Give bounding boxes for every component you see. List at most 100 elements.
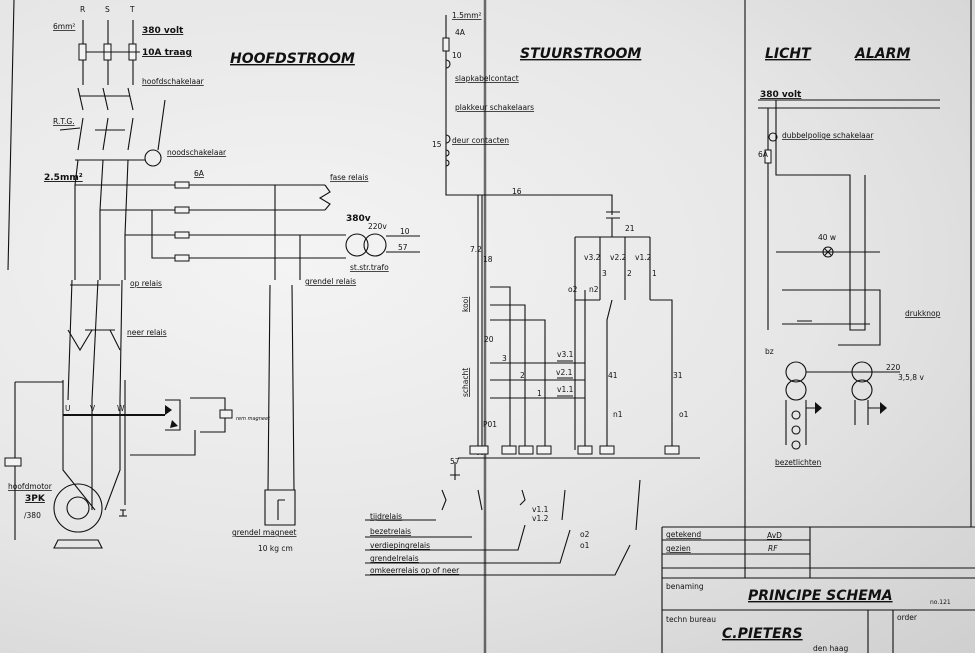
control-circuit [365, 15, 700, 576]
emergency-switch-label: noodschakelaar [167, 148, 227, 157]
voltage-label: 380 volt [142, 26, 184, 36]
licht-title: LICHT [765, 46, 812, 62]
bell-trafo-primary-label: 220 [886, 363, 901, 372]
terminal-v-label: V [90, 404, 96, 413]
fuse-label: 10A traag [142, 48, 192, 58]
timer-label: 7.2 [470, 245, 482, 254]
lock-force-label: 10 kg cm [258, 544, 293, 553]
motor-power-label: 3PK [25, 494, 46, 504]
relay-coils [469, 445, 680, 455]
floor-3-label: 3 [502, 354, 507, 363]
legend-o2-label: o2 [580, 530, 590, 539]
control-fuse-label: 4A [455, 28, 466, 37]
slack-cable-label: slapkabelcontact [455, 74, 519, 83]
floor-2-label: 2 [520, 371, 525, 380]
push-button-label: drukknop [905, 309, 941, 318]
num-2-top-label: 2 [627, 269, 632, 278]
fuse-6a-label: 6A [194, 169, 205, 178]
main-motor-icon [53, 483, 103, 533]
double-pole-switch-label: dubbelpolige schakelaar [782, 131, 874, 140]
motor-label: hoofdmotor [8, 482, 53, 491]
n1-label: n1 [613, 410, 623, 419]
down-relay-label: neer relais [127, 328, 167, 337]
lock-magnet-label: grendel magneet [232, 528, 297, 537]
checked-label: gezien [666, 544, 691, 553]
bell-trafo-secondary-label: 3,5,8 v [898, 373, 924, 382]
drawn-by: AvD [767, 531, 782, 540]
drawing-number: no.121 [930, 599, 951, 606]
city-label: den haag [813, 644, 848, 653]
control-transformer-icon [345, 233, 369, 257]
bureau-name: C.PIETERS [722, 626, 803, 642]
contact-v12-label: v1.2 [635, 253, 652, 262]
wire-18-label: 18 [483, 255, 493, 264]
wire-31-label: 31 [673, 371, 683, 380]
contact-v32-label: v3.2 [584, 253, 601, 262]
rtg-label: R.T.G. [53, 117, 75, 126]
wire-57b-label: 57 [450, 457, 460, 466]
floor-1-label: 1 [537, 389, 542, 398]
door-contacts-label: deur contacten [452, 136, 509, 145]
legend-v12-label: v1.2 [532, 514, 549, 523]
wire-21-label: 21 [625, 224, 635, 233]
control-cable-label: 1.5mm² [452, 11, 482, 20]
hoofdstroom-title: HOOFDSTROOM [230, 51, 355, 67]
terminal-w-label: W [117, 404, 125, 413]
phase-t-label: T [129, 5, 135, 14]
occupied-lights-label: bezetlichten [775, 458, 821, 467]
trafo-label: st.str.trafo [350, 263, 389, 272]
brake-magnet-icon [219, 409, 233, 419]
legend-floor-relay: verdiepingrelais [370, 541, 430, 550]
cable-6mm-label: 6mm² [53, 22, 75, 31]
shaft-label: schacht [461, 368, 470, 397]
num-1-top-label: 1 [652, 269, 657, 278]
main-switch-label: hoofdschakelaar [142, 77, 205, 86]
light-fuse-label: 6A [758, 150, 769, 159]
wire-16-label: 16 [512, 187, 522, 196]
drawn-label: getekend [666, 530, 701, 539]
alarm-title: ALARM [854, 46, 910, 62]
o1-label: o1 [679, 410, 689, 419]
lock-relay-label: grendel relais [305, 277, 356, 286]
title-block [661, 526, 975, 653]
drawing-name: PRINCIPE SCHEMA [748, 588, 893, 604]
legend-occupied-relay: bezetrelais [370, 527, 411, 536]
bz-label: bz [765, 347, 774, 356]
wire-57-label: 57 [398, 243, 408, 252]
legend-o1-label: o1 [580, 541, 590, 550]
up-relay-label: op relais [130, 279, 162, 288]
motor-voltage-label: /380 [24, 511, 41, 520]
switches-label: plakkeur schakelaars [455, 103, 534, 112]
num-3-top-label: 3 [602, 269, 607, 278]
light-alarm-circuit [758, 99, 940, 450]
brake-label: rem magneet [236, 416, 271, 422]
phase-r-label: R [80, 5, 85, 14]
o2-label: o2 [568, 285, 578, 294]
checked-by: RF [768, 544, 778, 553]
terminal-u-label: U [65, 404, 71, 413]
wire-41-label: 41 [608, 371, 618, 380]
frame-lines [7, 0, 972, 653]
legend-timer-relay: tijdrelais [370, 512, 402, 521]
lamp-40w-icon [822, 246, 834, 258]
bureau-label: techn bureau [666, 615, 716, 624]
wire-20-label: 20 [484, 335, 494, 344]
wire-15-label: 15 [432, 140, 442, 149]
contact-v22-label: v2.2 [610, 253, 627, 262]
contact-v21-label: v2.1 [556, 368, 573, 377]
legend-v11-label: v1.1 [532, 505, 549, 514]
occupied-lamps [791, 410, 801, 450]
bell-transformer-icon [785, 361, 807, 383]
emergency-switch-icon [144, 149, 162, 167]
legend-lock-relay: grendelrelais [370, 554, 419, 563]
n2-label: n2 [589, 285, 599, 294]
order-label: order [897, 613, 918, 622]
trafo-primary-label: 380v [346, 214, 371, 224]
trafo-secondary-label: 220v [368, 222, 387, 231]
cable-25mm-label: 2.5mm² [44, 173, 83, 183]
contact-v31-label: v3.1 [557, 350, 574, 359]
name-label: benaming [666, 582, 704, 591]
phase-relay-label: fase relais [330, 173, 368, 182]
phase-s-label: S [105, 5, 110, 14]
